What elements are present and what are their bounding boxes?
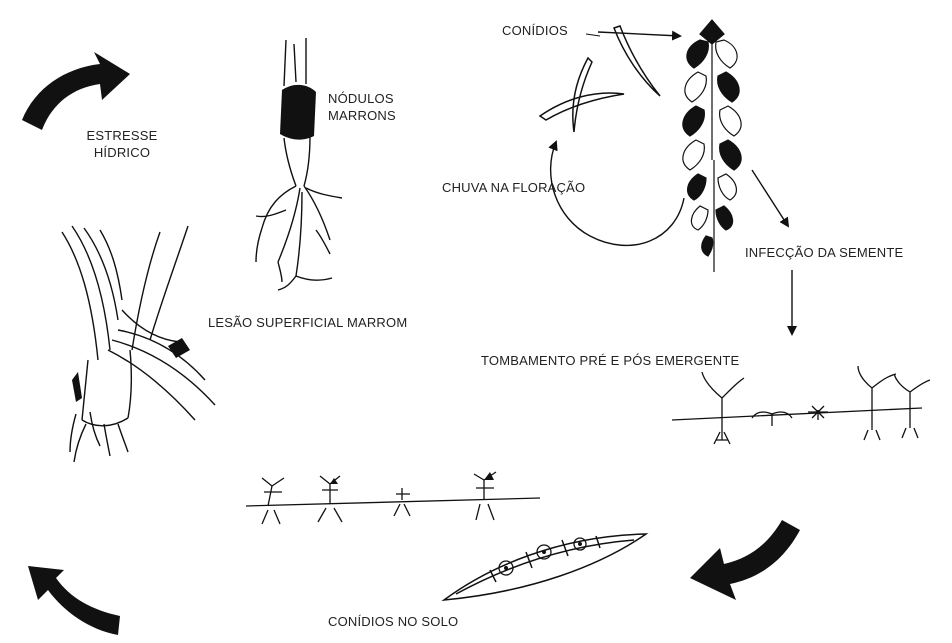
- lesion-streak: [72, 372, 82, 402]
- cycle-arrow-top-left-icon: [22, 52, 130, 130]
- wheat-head-illustration: [683, 20, 741, 272]
- label-infeccao: INFECÇÃO DA SEMENTE: [745, 244, 903, 261]
- label-lesao: LESÃO SUPERFICIAL MARROM: [208, 314, 407, 331]
- cycle-arrow-bottom-right-icon: [690, 520, 800, 600]
- wheat-stem-base-illustration: [62, 226, 215, 462]
- conidia-pointer-line: [586, 34, 600, 36]
- conidium-nucleus-2: [542, 550, 546, 554]
- label-chuva: CHUVA NA FLORAÇÃO: [442, 179, 585, 196]
- brown-nodule-mark: [280, 85, 316, 140]
- conidium-nucleus-3: [578, 542, 582, 546]
- infected-seedlings-soil-illustration: [246, 472, 540, 524]
- label-nodulos-line2: MARRONS: [328, 107, 396, 124]
- label-nodulos: NÓDULOS MARRONS: [328, 90, 396, 124]
- head-to-seed-arrow: [752, 170, 788, 226]
- infection-dark-2: [484, 472, 494, 480]
- label-estresse-line2: HÍDRICO: [74, 144, 170, 161]
- large-conidium-illustration: [444, 534, 646, 600]
- label-estresse-line1: ESTRESSE: [74, 127, 170, 144]
- label-conidios: CONÍDIOS: [502, 22, 568, 39]
- seedlings-illustration: [672, 366, 930, 444]
- stem-with-nodules-illustration: [256, 38, 342, 290]
- conidium-nucleus-1: [504, 566, 508, 570]
- conidia-to-head-arrow: [598, 32, 680, 36]
- label-tombamento: TOMBAMENTO PRÉ E PÓS EMERGENTE: [481, 352, 739, 369]
- conidia-spores-illustration: [540, 26, 660, 132]
- label-nodulos-line1: NÓDULOS: [328, 90, 396, 107]
- label-estresse: ESTRESSE HÍDRICO: [74, 127, 170, 161]
- cycle-arrow-bottom-left-icon: [28, 566, 120, 635]
- label-conidios-solo: CONÍDIOS NO SOLO: [328, 613, 458, 630]
